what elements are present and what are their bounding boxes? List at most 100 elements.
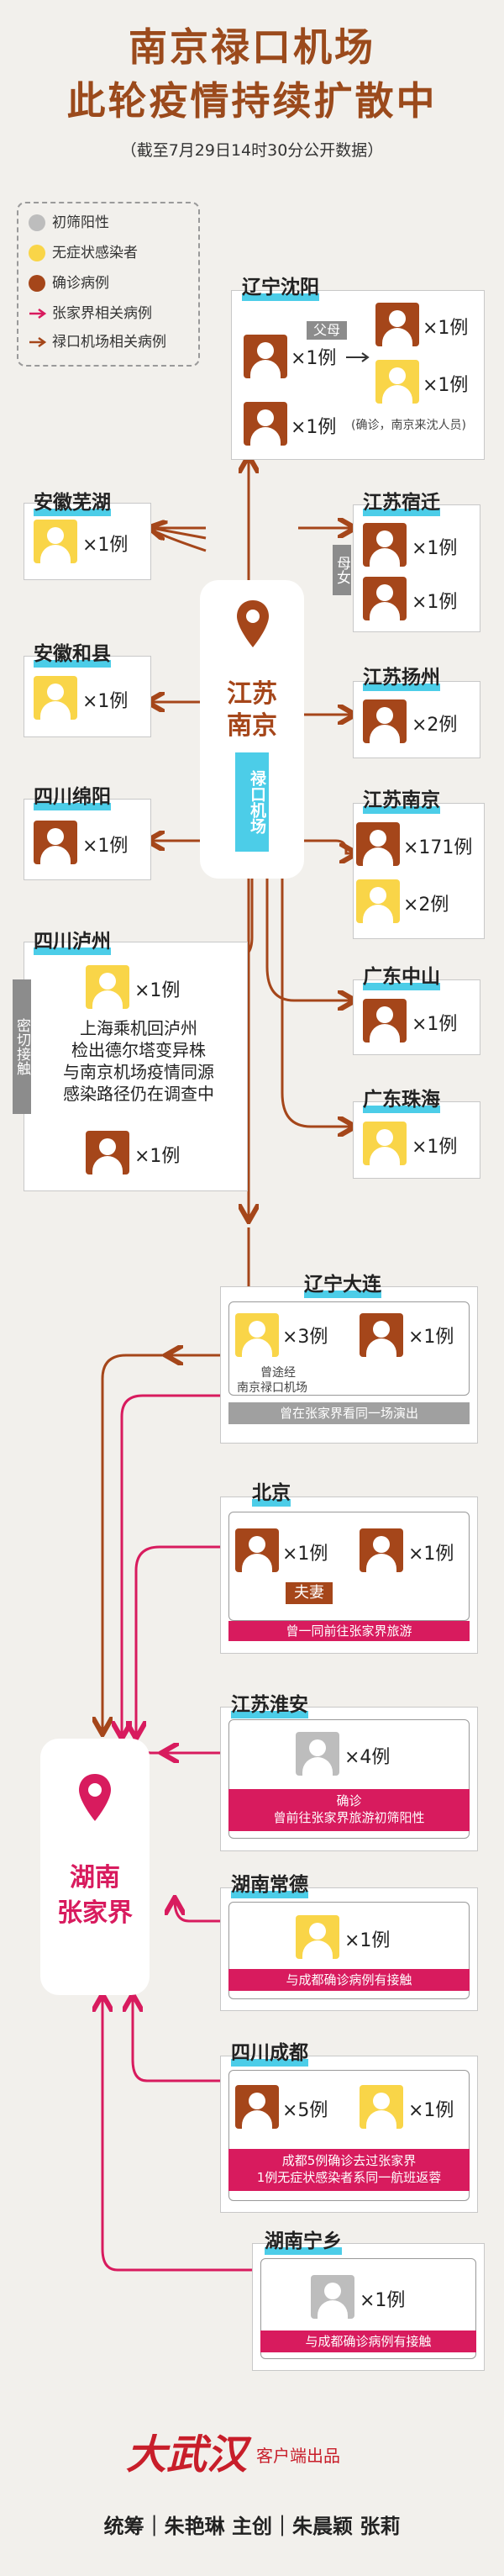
legend-item-lukou: 禄口机场相关病例	[29, 331, 166, 353]
case-count: ×2例	[412, 715, 458, 736]
ningxiang-note-bar: 与成都确诊病例有接触	[260, 2331, 476, 2352]
hub-province: 江苏	[227, 679, 277, 709]
city-tag-hexian: 安徽和县	[34, 637, 111, 668]
case-count: ×1例	[408, 2100, 454, 2121]
brown-arrow-icon	[29, 336, 47, 348]
hub-province: 湖南	[70, 1863, 120, 1892]
arrow-icon	[346, 352, 370, 362]
legend-item-asymptomatic: 无症状感染者	[29, 242, 138, 264]
couple-tag: 夫妻	[286, 1582, 333, 1604]
confirmed-person-icon	[360, 1528, 403, 1572]
case-count: ×1例	[291, 417, 337, 438]
case-count: ×1例	[82, 691, 129, 712]
city-tag-dalian: 辽宁大连	[304, 1268, 381, 1298]
case-count: ×3例	[282, 1327, 328, 1348]
brown-dot-icon	[29, 275, 45, 292]
beijing-group	[228, 1512, 470, 1621]
city-tag-zhuhai: 广东珠海	[363, 1083, 440, 1113]
case-count: ×1例	[82, 535, 129, 556]
initial-positive-person-icon	[296, 1732, 339, 1776]
mother-daughter-tag: 母女	[333, 545, 351, 595]
parents-tag: 父母	[307, 321, 348, 340]
zhangjiajie-hub: 湖南 张家界	[40, 1739, 150, 1995]
confirmed-person-icon	[86, 1131, 129, 1175]
confirmed-person-icon	[363, 523, 407, 567]
legend-item-zhangjiajie: 张家界相关病例	[29, 303, 152, 325]
gray-dot-icon	[29, 214, 45, 231]
initial-positive-person-icon	[311, 2275, 354, 2319]
case-note: 曾途经	[260, 1366, 296, 1380]
asymptomatic-person-icon	[235, 1313, 279, 1357]
case-count: ×2例	[403, 895, 449, 916]
asymptomatic-person-icon	[86, 965, 129, 1009]
case-count: ×1例	[412, 1137, 458, 1158]
brand-subtitle: 客户端出品	[256, 2446, 340, 2466]
asymptomatic-person-icon	[375, 360, 419, 404]
city-tag-zhongshan: 广东中山	[363, 960, 440, 990]
chengdu-note-bar: 成都5例确诊去过张家界 1例无症状感染者系同一航班返蓉	[228, 2149, 470, 2191]
dalian-note-bar: 曾在张家界看同一场演出	[228, 1402, 470, 1424]
case-count: ×1例	[408, 1327, 454, 1348]
city-tag-suqian: 江苏宿迁	[363, 486, 440, 516]
case-count: ×4例	[344, 1747, 391, 1768]
city-tag-mianyang: 四川绵阳	[34, 780, 111, 810]
case-count: ×1例	[291, 348, 337, 369]
hub-city: 南京	[227, 711, 277, 741]
city-tag-wuhu: 安徽芜湖	[34, 486, 111, 516]
huaian-note-bar: 确诊 曾前往张家界旅游初筛阳性	[228, 1789, 470, 1831]
case-count: ×1例	[344, 1930, 391, 1951]
asymptomatic-person-icon	[296, 1915, 339, 1959]
legend-label: 张家界相关病例	[52, 305, 152, 322]
nanjing-hub: 江苏 南京 禄口机场	[200, 580, 304, 879]
confirmed-person-icon	[235, 1528, 279, 1572]
confirmed-person-icon	[375, 303, 419, 346]
huaian-group	[228, 1719, 470, 1839]
yellow-dot-icon	[29, 245, 45, 261]
credits: 统筹｜朱艳琳 主创｜朱晨颖 张莉	[103, 2515, 401, 2538]
confirmed-person-icon	[34, 821, 77, 864]
confirmed-person-icon	[363, 999, 407, 1043]
case-count: ×1例	[134, 1146, 181, 1167]
hub-city: 张家界	[57, 1898, 133, 1928]
legend-label: 初筛阳性	[52, 214, 109, 231]
confirmed-person-icon	[244, 335, 287, 378]
case-count: ×1例	[423, 375, 469, 396]
changde-note-bar: 与成都确诊病例有接触	[228, 1969, 470, 1991]
confirmed-person-icon	[363, 577, 407, 620]
city-tag-huaian: 江苏淮安	[231, 1688, 308, 1718]
city-tag-chengdu: 四川成都	[231, 2036, 308, 2067]
card-luzhou	[24, 942, 248, 1191]
legend-item-initial-positive: 初筛阳性	[29, 212, 109, 234]
asymptomatic-person-icon	[34, 676, 77, 720]
hub-sub-label: 禄口机场	[235, 752, 269, 852]
city-tag-shenyang: 辽宁沈阳	[242, 271, 319, 301]
case-count: ×1例	[282, 1544, 328, 1565]
asymptomatic-person-icon	[34, 520, 77, 563]
case-count: ×1例	[412, 1014, 458, 1035]
case-count: ×1例	[82, 836, 129, 857]
pink-arrow-icon	[29, 308, 47, 319]
city-tag-yangzhou: 江苏扬州	[363, 661, 440, 691]
city-tag-changde: 湖南常德	[231, 1868, 308, 1898]
page-subtitle: （截至7月29日14时30分公开数据）	[120, 141, 384, 160]
case-count: ×1例	[360, 2290, 406, 2311]
city-tag-luzhou: 四川泸州	[34, 925, 111, 955]
case-note: (确诊，南京来沈人员)	[351, 419, 466, 432]
legend-label: 无症状感染者	[52, 245, 138, 261]
location-pin-icon	[237, 600, 269, 647]
case-count: ×1例	[408, 1544, 454, 1565]
case-count: ×1例	[412, 538, 458, 559]
city-tag-ningxiang: 湖南宁乡	[265, 2225, 342, 2255]
case-count: ×5例	[282, 2100, 328, 2121]
luzhou-description: 上海乘机回泸州 检出德尔塔变异株 与南京机场疫情同源 感染路径仍在调查中	[63, 1018, 214, 1104]
page-title-line2: 此轮疫情持续扩散中	[66, 78, 438, 124]
changde-group	[228, 1902, 470, 1999]
asymptomatic-person-icon	[360, 2085, 403, 2129]
brand-logo: 大武汉	[126, 2431, 248, 2478]
asymptomatic-person-icon	[356, 879, 400, 923]
confirmed-person-icon	[360, 1313, 403, 1357]
legend-label: 禄口机场相关病例	[52, 334, 166, 351]
confirmed-person-icon	[356, 822, 400, 866]
case-count: ×1例	[423, 318, 469, 339]
legend-item-confirmed: 确诊病例	[29, 272, 109, 294]
